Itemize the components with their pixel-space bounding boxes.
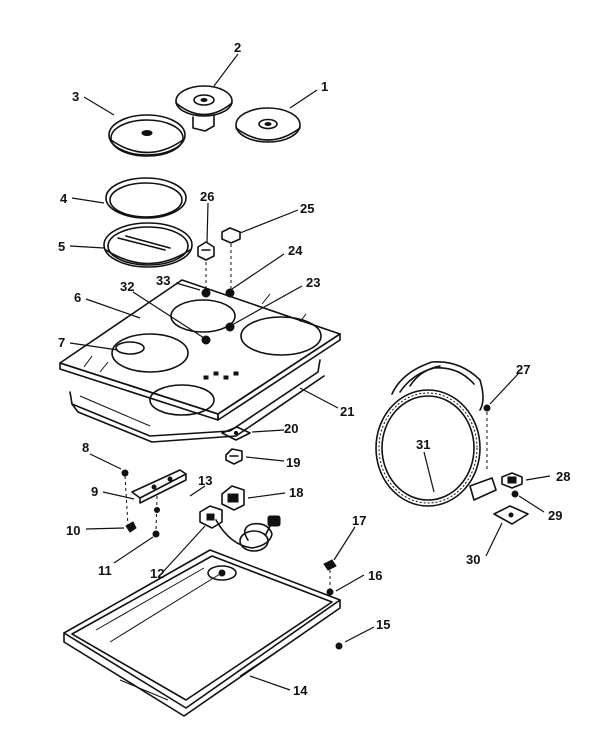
label-part-23: 23 bbox=[306, 275, 320, 290]
label-part-9: 9 bbox=[91, 484, 98, 499]
ring-4 bbox=[105, 177, 187, 219]
clip-28 bbox=[501, 472, 523, 489]
label-part-4: 4 bbox=[60, 191, 68, 206]
label-part-29: 29 bbox=[548, 508, 562, 523]
leader-lines bbox=[69, 53, 551, 691]
screw-27 bbox=[483, 404, 491, 412]
label-part-15: 15 bbox=[376, 617, 390, 632]
screw-10 bbox=[125, 521, 137, 533]
label-part-26: 26 bbox=[200, 189, 214, 204]
wire-harness-31 bbox=[375, 361, 497, 507]
burner-cap-3 bbox=[108, 114, 186, 157]
label-part-30: 30 bbox=[466, 552, 480, 567]
screw-29 bbox=[511, 490, 519, 498]
screw-17 bbox=[323, 559, 337, 571]
label-part-25: 25 bbox=[300, 201, 314, 216]
label-part-8: 8 bbox=[82, 440, 89, 455]
label-part-21: 21 bbox=[340, 404, 354, 419]
clip-25 bbox=[221, 227, 241, 244]
label-part-11: 11 bbox=[98, 563, 112, 578]
part-labels: 1 2 3 4 5 6 7 8 9 10 11 12 13 14 15 16 1… bbox=[58, 40, 570, 698]
label-part-24: 24 bbox=[288, 243, 303, 258]
screw-11 bbox=[152, 530, 160, 538]
terminal-block-12 bbox=[199, 505, 223, 529]
wire-clamp bbox=[239, 515, 281, 552]
label-part-7: 7 bbox=[58, 335, 65, 350]
bracket-9 bbox=[131, 469, 187, 504]
label-part-6: 6 bbox=[74, 290, 81, 305]
cooktop-panel-6 bbox=[59, 279, 341, 421]
label-part-3: 3 bbox=[72, 89, 79, 104]
label-part-17: 17 bbox=[352, 513, 366, 528]
clip-26 bbox=[197, 241, 215, 261]
element-5 bbox=[103, 222, 193, 268]
label-part-28: 28 bbox=[556, 469, 570, 484]
label-part-2: 2 bbox=[234, 40, 241, 55]
bracket-20 bbox=[221, 426, 251, 441]
label-part-13: 13 bbox=[198, 473, 212, 488]
label-part-10: 10 bbox=[66, 523, 80, 538]
burner-cap-2 bbox=[175, 85, 233, 132]
label-part-19: 19 bbox=[286, 455, 300, 470]
label-part-31: 31 bbox=[416, 437, 430, 452]
burner-cap-1 bbox=[235, 107, 301, 143]
frame-21 bbox=[69, 359, 325, 443]
label-part-16: 16 bbox=[368, 568, 382, 583]
label-part-1: 1 bbox=[321, 79, 328, 94]
label-part-12: 12 bbox=[150, 566, 164, 581]
receptacle-18 bbox=[221, 485, 245, 511]
label-part-18: 18 bbox=[289, 485, 303, 500]
clip-19 bbox=[225, 448, 243, 465]
tray-14 bbox=[63, 549, 341, 717]
label-part-32: 32 bbox=[120, 279, 134, 294]
screw-8 bbox=[121, 469, 129, 477]
screw-15 bbox=[335, 642, 343, 650]
label-part-14: 14 bbox=[293, 683, 308, 698]
label-part-5: 5 bbox=[58, 239, 65, 254]
label-part-27: 27 bbox=[516, 362, 530, 377]
plate-30 bbox=[493, 505, 529, 525]
label-part-33: 33 bbox=[156, 273, 170, 288]
label-part-20: 20 bbox=[284, 421, 298, 436]
